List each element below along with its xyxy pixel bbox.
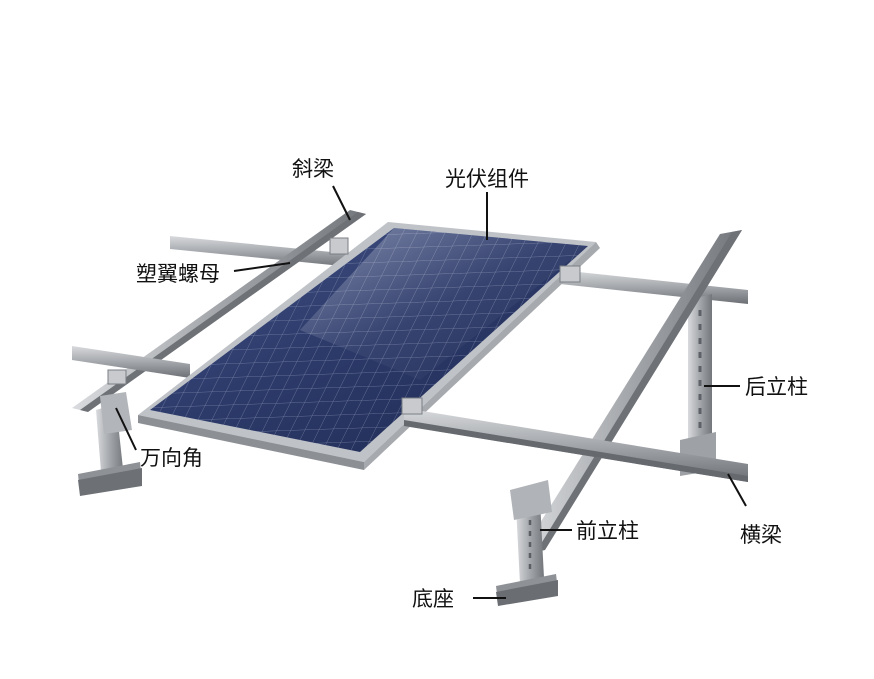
- label-plastic-wing-nut: 塑翼螺母: [136, 262, 220, 286]
- component-labels: 斜梁 光伏组件 塑翼螺母 后立柱 万向角 前立柱 横梁 底座: [136, 157, 808, 611]
- right-front-column: [510, 480, 552, 584]
- label-cross-beam: 横梁: [740, 523, 782, 547]
- leader-lines: [115, 185, 747, 599]
- base-plate: [496, 574, 558, 606]
- label-universal-angle: 万向角: [140, 446, 203, 470]
- module-clamps: [107, 237, 581, 415]
- right-diagonal-beam: [520, 230, 742, 555]
- label-diagonal-beam: 斜梁: [292, 157, 334, 181]
- label-base: 底座: [412, 587, 454, 611]
- pv-module: [138, 222, 600, 470]
- label-pv-module: 光伏组件: [445, 167, 529, 191]
- lower-cross-beam: [404, 408, 748, 482]
- label-rear-column: 后立柱: [745, 375, 808, 399]
- lower-cross-beam-left: [72, 346, 190, 378]
- label-front-column: 前立柱: [576, 519, 639, 543]
